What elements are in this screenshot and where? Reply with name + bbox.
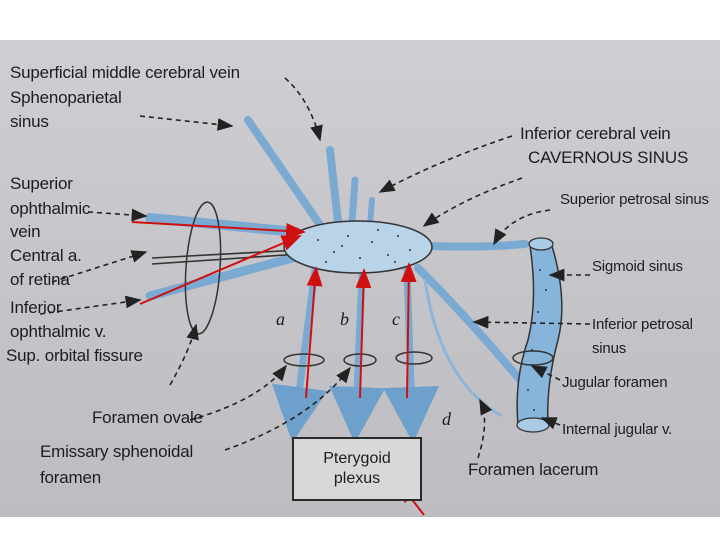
inferior-cerebral-vein-a <box>348 176 359 226</box>
label-superior-petrosal-sinus: Superior petrosal sinus <box>560 191 709 208</box>
label-inferior-petrosal-1: Inferior petrosal <box>592 316 693 333</box>
marker-c: c <box>392 309 400 329</box>
label-superior-ophthalmic-1: Superior <box>10 174 73 193</box>
marker-a: a <box>276 309 285 329</box>
sphenoparietal-vein <box>244 116 324 229</box>
red-arrows <box>131 221 425 516</box>
label-emissary-sphenoidal-1: Emissary sphenoidal <box>40 442 194 461</box>
label-inferior-ophthalmic-2: ophthalmic v. <box>10 322 107 341</box>
label-sup-orbital-fissure: Sup. orbital fissure <box>6 346 143 365</box>
superior-petrosal-sinus <box>426 240 529 251</box>
label-superficial-middle-cerebral-vein: Superficial middle cerebral vein <box>10 63 240 82</box>
label-jugular-foramen: Jugular foramen <box>562 374 668 391</box>
label-central-artery-1: Central a. <box>10 246 82 265</box>
label-foramen-ovale: Foramen ovale <box>92 408 203 427</box>
label-sphenoparietal-sinus-1: Sphenoparietal <box>10 88 122 107</box>
marker-d: d <box>442 409 451 429</box>
superficial-middle-vein <box>326 146 342 226</box>
label-pterygoid-2: plexus <box>333 470 381 487</box>
foramen-rings <box>283 350 554 367</box>
inferior-cerebral-vein-b <box>367 197 375 227</box>
inferior-petrosal-sinus <box>414 264 524 384</box>
marker-b: b <box>340 309 349 329</box>
vein-a <box>271 266 328 443</box>
pterygoid-plexus-box: Pterygoid plexus <box>292 437 422 501</box>
vein-b <box>329 270 386 443</box>
diagram-photo: Superficial middle cerebral vein Sphenop… <box>0 40 720 517</box>
label-internal-jugular: Internal jugular v. <box>562 421 673 438</box>
sinus-dots <box>317 229 411 263</box>
label-sigmoid-sinus: Sigmoid sinus <box>592 258 683 275</box>
jugular-bottom <box>516 417 550 433</box>
central-artery <box>151 249 301 265</box>
label-foramen-lacerum: Foramen lacerum <box>468 460 599 479</box>
label-inferior-cerebral-vein: Inferior cerebral vein <box>520 124 671 143</box>
label-emissary-sphenoidal-2: foramen <box>40 468 101 487</box>
label-central-artery-2: of retina <box>10 270 70 289</box>
label-sphenoparietal-sinus-2: sinus <box>10 112 49 131</box>
label-pterygoid-1: Pterygoid <box>323 450 391 467</box>
label-superior-ophthalmic-2: ophthalmic <box>10 199 91 218</box>
label-cavernous-sinus: CAVERNOUS SINUS <box>528 148 689 167</box>
sigmoid-sinus-tube <box>516 245 563 426</box>
label-inferior-ophthalmic-1: Inferior <box>10 298 62 317</box>
leader-lines <box>39 77 591 459</box>
sigmoid-top <box>528 237 554 251</box>
diagram-drawing <box>39 77 591 516</box>
label-superior-ophthalmic-3: vein <box>10 222 41 241</box>
tube-dots <box>527 269 547 411</box>
label-inferior-petrosal-2: sinus <box>592 340 627 357</box>
